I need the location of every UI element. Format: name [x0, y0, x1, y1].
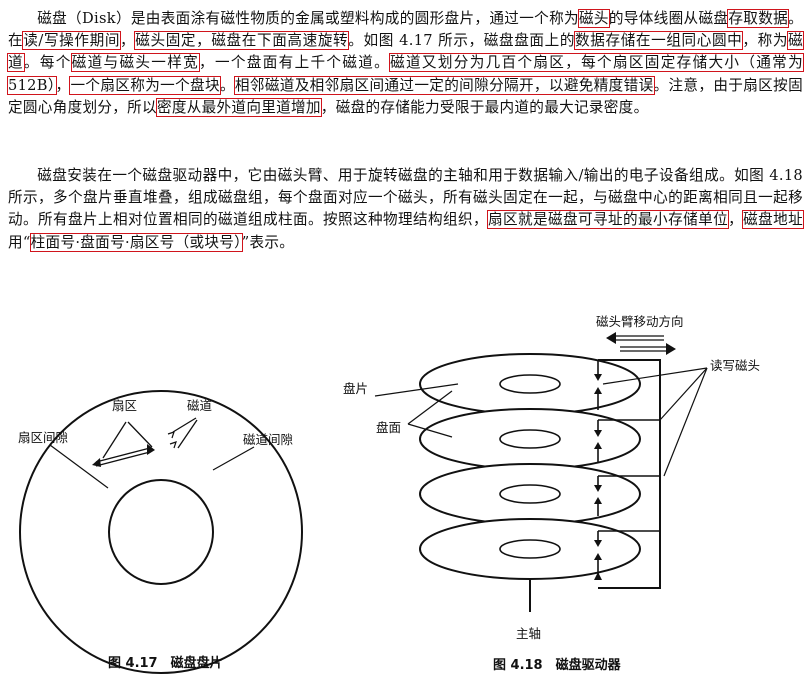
- highlighted-phrase: 一个扇区称为一个盘块: [69, 75, 221, 95]
- paragraph-disk-drive: 磁盘安装在一个磁盘驱动器中，它由磁头臂、用于旋转磁盘的主轴和用于数据输入/输出的…: [8, 165, 804, 254]
- text-run: 用“: [8, 233, 31, 251]
- head-arm-assembly: [598, 359, 661, 589]
- highlighted-phrase: 磁道与磁头一样宽: [70, 53, 201, 73]
- text-run: ，一个盘面有上千个磁道。: [199, 54, 391, 72]
- highlighted-phrase: 柱面号·盘面号·扇区号（或块号）: [29, 232, 243, 252]
- label-platter: 盘片: [343, 381, 368, 396]
- highlighted-phrase: 磁头: [577, 9, 610, 28]
- sector-pointer: [102, 421, 127, 459]
- label-sector-gap: 扇区间隙: [18, 430, 68, 445]
- text-run: ，称为: [742, 32, 789, 50]
- rw-head-pointer: [602, 367, 708, 385]
- track-gap-pointer: [212, 446, 255, 471]
- label-sector: 扇区: [112, 398, 137, 413]
- text-run: ，: [55, 76, 71, 94]
- text-run: ”表示。: [241, 233, 295, 251]
- highlighted-phrase: 相邻磁道及相邻扇区间通过一定的间隙分隔开，以避免精度错误: [233, 75, 655, 95]
- sector-pointer: [127, 421, 153, 448]
- label-rw-head: 读写磁头: [710, 358, 760, 373]
- label-arm-direction: 磁头臂移动方向: [596, 314, 684, 329]
- highlighted-phrase: 读/写操作期间: [22, 31, 122, 51]
- highlighted-phrase: 存取数据: [727, 9, 790, 28]
- label-track: 磁道: [187, 398, 213, 413]
- track-pointer: [172, 417, 197, 433]
- label-spindle: 主轴: [516, 626, 541, 641]
- text-run: 。: [219, 76, 235, 94]
- text-run: 的导体线圈从磁盘: [608, 10, 729, 27]
- platter-stack: [419, 353, 641, 580]
- highlighted-phrase: 密度从最外道向里道增加: [155, 97, 322, 117]
- sector-double-arrow: [95, 447, 151, 463]
- text-run: ，: [120, 32, 136, 50]
- label-surface: 盘面: [376, 420, 401, 435]
- highlighted-phrase: 磁头固定，磁盘在下面高速旋转: [134, 31, 350, 51]
- highlighted-phrase: 磁道又划分为几百个扇区，每个扇区固定存储大小（通常为 512B）: [7, 53, 804, 95]
- caption-fig-4-17: 图 4.17 磁盘盘片: [108, 655, 223, 671]
- read-write-heads: [594, 374, 602, 580]
- caption-fig-4-18: 图 4.18 磁盘驱动器: [493, 657, 622, 673]
- paragraph-disk-intro: 磁盘（Disk）是由表面涂有磁性物质的金属或塑料构成的圆形盘片，通过一个称为磁头…: [7, 8, 804, 119]
- highlighted-phrase: 磁盘地址: [742, 210, 804, 230]
- text-run: 磁盘安装在一个磁盘驱动器中，它由磁头臂、用于旋转磁盘的主轴和用于数据输入/输出的…: [8, 167, 803, 229]
- text-run: 。在: [8, 10, 803, 50]
- highlighted-phrase: 数据存储在一组同心圆中: [574, 31, 744, 51]
- figure-4-17: 扇区 磁道 扇区间隙 磁道间隙 图 4.17 磁盘盘片: [18, 390, 303, 674]
- arm-direction-arrows: [614, 335, 668, 352]
- figure-4-18: 磁头臂移动方向 读写磁头 盘片 盘面 主轴 图 4.18 磁盘驱动器: [343, 314, 760, 673]
- platter-hub: [108, 479, 214, 585]
- platter-pointer: [374, 383, 459, 397]
- text-run: 磁盘（Disk）是由表面涂有磁性物质的金属或塑料构成的圆形盘片，通过一个称为: [37, 10, 579, 27]
- highlighted-phrase: 磁道: [7, 31, 804, 73]
- surface-pointer: [407, 390, 453, 425]
- text-run: 。注意，由于扇区按固定圆心角度划分，所以: [8, 76, 803, 116]
- label-track-gap: 磁道间隙: [243, 432, 293, 447]
- sector-gap-pointer: [49, 444, 109, 489]
- text-run: ，磁盘的存储能力受限于最内道的最大记录密度。: [320, 98, 649, 116]
- text-run: 。如图 4.17 所示，磁盘盘面上的: [348, 32, 576, 50]
- text-run: ，: [728, 211, 744, 229]
- highlighted-phrase: 扇区就是磁盘可寻址的最小存储单位: [487, 210, 730, 230]
- text-run: 。每个: [23, 54, 72, 72]
- track-pointer: [177, 419, 198, 449]
